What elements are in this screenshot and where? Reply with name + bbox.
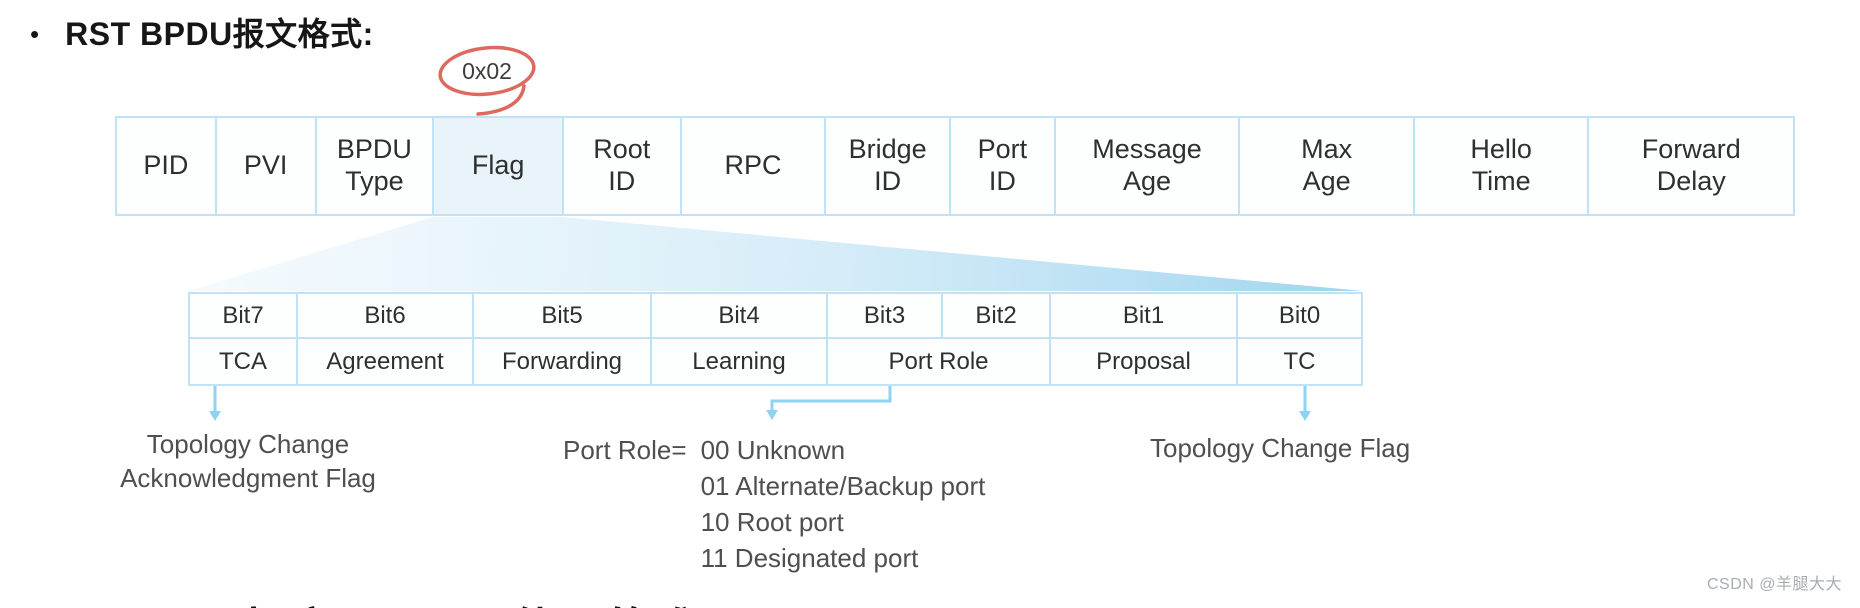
field-bpdu-type: BPDU Type bbox=[316, 118, 435, 214]
port-role-label: Port Role= bbox=[563, 435, 687, 465]
bit6-cell: Bit6 bbox=[298, 294, 474, 337]
flag-bits-table: Bit7 Bit6 Bit5 Bit4 Bit3 Bit2 Bit1 Bit0 … bbox=[188, 292, 1363, 386]
port-role-value-00: 00 Unknown bbox=[700, 435, 846, 465]
bit7-cell: Bit7 bbox=[190, 294, 298, 337]
field-pid: PID bbox=[117, 118, 217, 214]
port-role-arrowhead bbox=[766, 410, 778, 420]
slide-title-row: • RST BPDU报文格式: bbox=[30, 14, 374, 54]
bit1-cell: Bit1 bbox=[1051, 294, 1238, 337]
tca-note: Topology Change Acknowledgment Flag bbox=[120, 429, 376, 493]
cropped-bottom-text: RST BPDU报文：RSTP使用的唯一BPDU bbox=[0, 594, 880, 608]
meaning-agreement: Agreement bbox=[298, 339, 474, 384]
tc-arrowhead bbox=[1299, 411, 1311, 421]
bit2-cell: Bit2 bbox=[943, 294, 1051, 337]
bullet-icon: • bbox=[30, 19, 40, 49]
field-pvi: PVI bbox=[216, 118, 317, 214]
bpdu-packet-table: PID PVI BPDU Type Flag Root ID RPC Bridg… bbox=[115, 116, 1795, 216]
tca-arrowhead bbox=[209, 411, 221, 421]
port-role-value-01: 01 Alternate/Backup port bbox=[700, 471, 986, 501]
port-role-note: Port Role= 00 Unknown 01 Alternate/Backu… bbox=[563, 432, 985, 576]
port-role-value-10: 10 Root port bbox=[700, 507, 844, 537]
port-role-connector bbox=[770, 383, 892, 411]
bit0-cell: Bit0 bbox=[1238, 294, 1361, 337]
bit5-cell: Bit5 bbox=[474, 294, 652, 337]
field-message-age: Message Age bbox=[1055, 118, 1241, 214]
field-rpc: RPC bbox=[681, 118, 827, 214]
field-hello-time: Hello Time bbox=[1414, 118, 1590, 214]
tc-note: Topology Change Flag bbox=[1150, 433, 1411, 463]
bit3-cell: Bit3 bbox=[828, 294, 943, 337]
field-port-id: Port ID bbox=[951, 118, 1056, 214]
field-bridge-id: Bridge ID bbox=[826, 118, 952, 214]
meaning-tc: TC bbox=[1238, 339, 1361, 384]
field-flag: Flag bbox=[434, 118, 564, 214]
port-role-values: 00 Unknown 01 Alternate/Backup port 10 R… bbox=[701, 432, 986, 576]
field-root-id: Root ID bbox=[563, 118, 682, 214]
bit4-cell: Bit4 bbox=[652, 294, 828, 337]
meaning-tca: TCA bbox=[190, 339, 298, 384]
meaning-port-role: Port Role bbox=[828, 339, 1051, 384]
flag-bits-meaning-row: TCA Agreement Forwarding Learning Port R… bbox=[190, 339, 1361, 384]
meaning-proposal: Proposal bbox=[1051, 339, 1238, 384]
port-role-value-11: 11 Designated port bbox=[700, 543, 919, 573]
bpdu-type-value-callout: 0x02 bbox=[462, 58, 512, 84]
field-forward-delay: Forward Delay bbox=[1589, 118, 1793, 214]
field-max-age: Max Age bbox=[1240, 118, 1415, 214]
page-title: RST BPDU报文格式: bbox=[65, 16, 374, 52]
flag-expansion-fan bbox=[188, 217, 1363, 291]
meaning-learning: Learning bbox=[652, 339, 828, 384]
meaning-forwarding: Forwarding bbox=[474, 339, 652, 384]
flag-bits-header-row: Bit7 Bit6 Bit5 Bit4 Bit3 Bit2 Bit1 Bit0 bbox=[190, 294, 1361, 339]
watermark: CSDN @羊腿大大 bbox=[1706, 576, 1842, 593]
callout-tail bbox=[476, 84, 526, 116]
